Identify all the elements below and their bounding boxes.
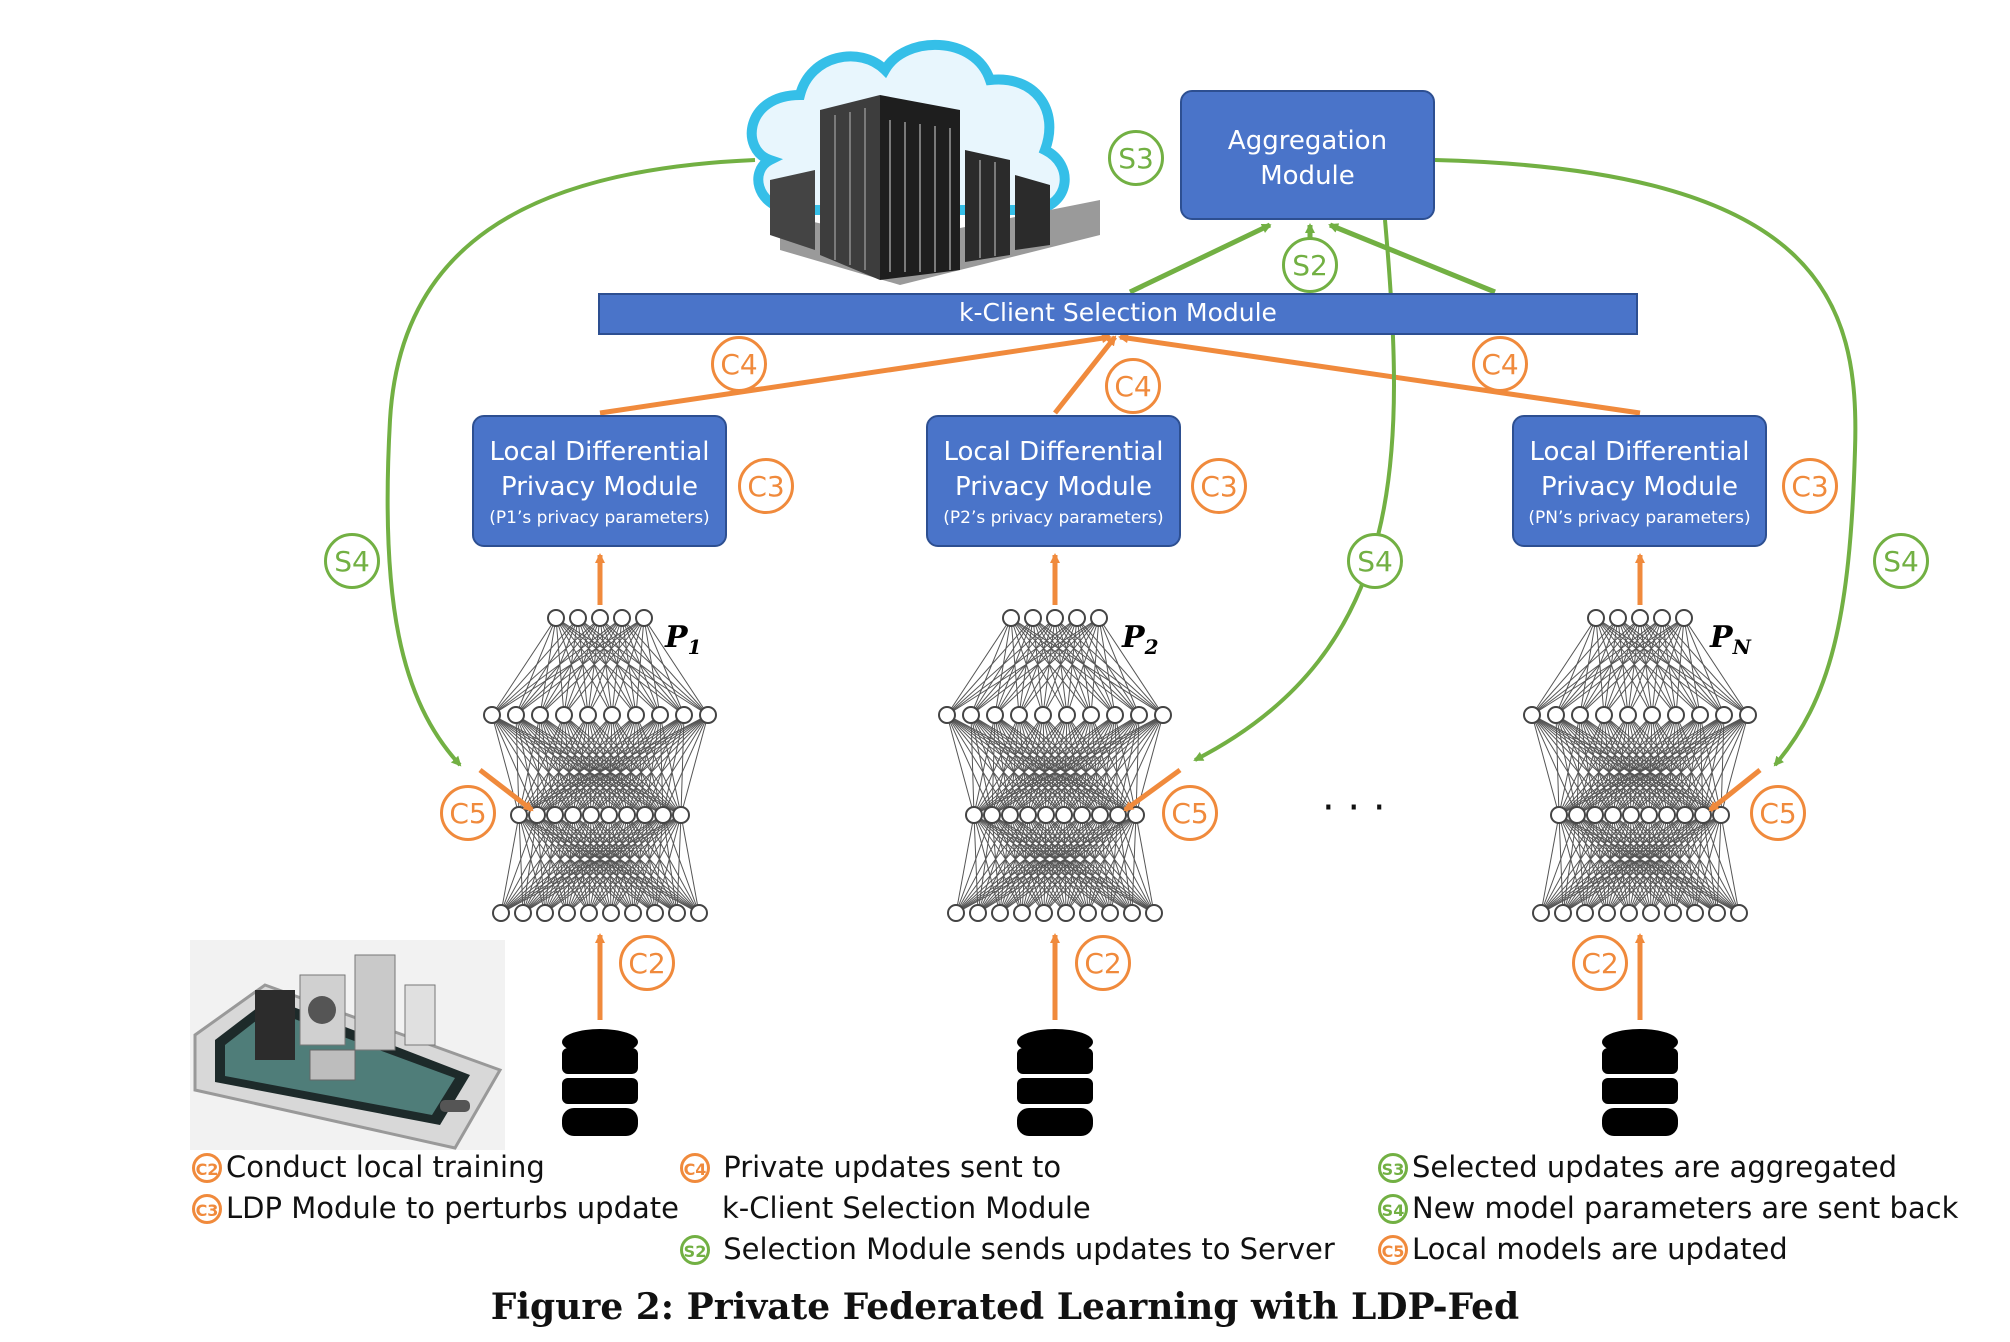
legend-c5-text: Local models are updated — [1412, 1232, 1788, 1266]
ldp-module-line1: Local Differential — [943, 437, 1164, 467]
ldp-module-params: (P2’s privacy parameters) — [943, 508, 1164, 528]
legend-c4-continued: k-Client Selection Module — [722, 1191, 1091, 1225]
legend-s3-icon: S3 — [1378, 1153, 1408, 1183]
ldp-module-params: (P1’s privacy parameters) — [489, 508, 710, 528]
database-icon — [562, 1029, 638, 1136]
legend-s2-icon: S2 — [680, 1235, 710, 1265]
badge-c4: C4 — [1472, 336, 1528, 392]
legend-c5-icon: C5 — [1378, 1235, 1408, 1265]
figure-caption: Figure 2: Private Federated Learning wit… — [490, 1286, 1520, 1328]
neural-networks — [483, 609, 1757, 922]
aggregation-module-line1: Aggregation — [1227, 126, 1388, 156]
smart-home-phone-image — [190, 940, 505, 1150]
legend-c2-icon: C2 — [192, 1153, 222, 1183]
aggregation-module-line2: Module — [1260, 161, 1355, 191]
legend-c2-text: Conduct local training — [226, 1150, 545, 1184]
legend-s2-text: Selection Module sends updates to Server — [723, 1232, 1335, 1266]
database-icon — [1017, 1029, 1093, 1136]
legend-c4: C4 Private updates sent to — [680, 1150, 1061, 1184]
neural-network-icon — [483, 609, 717, 922]
legend-s2: S2 Selection Module sends updates to Ser… — [680, 1232, 1335, 1266]
badge-c5: C5 — [440, 785, 496, 841]
ldp-module-params: (PN’s privacy parameters) — [1528, 508, 1751, 528]
badge-s2: S2 — [1282, 237, 1338, 293]
legend-c4-icon: C4 — [680, 1153, 710, 1183]
badge-s4: S4 — [1873, 533, 1929, 589]
badge-c5: C5 — [1162, 785, 1218, 841]
cloud-server-icon — [746, 39, 1100, 285]
client-label-letter: P — [1122, 620, 1145, 655]
legend-s4-text: New model parameters are sent back — [1412, 1191, 1959, 1225]
neural-network-icon — [938, 609, 1172, 922]
neural-network-icon — [1523, 609, 1757, 922]
database-icon — [1602, 1029, 1678, 1136]
ldp-module-line1: Local Differential — [489, 437, 710, 467]
client-label-sub: 1 — [687, 635, 702, 659]
ldp-module-line1: Local Differential — [1529, 437, 1750, 467]
k-client-selection-module: k-Client Selection Module — [598, 293, 1638, 335]
badge-c2: C2 — [619, 935, 675, 991]
legend-c4b-text: k-Client Selection Module — [722, 1191, 1091, 1225]
client-label-sub: N — [1732, 635, 1751, 659]
ldp-module-p1: Local Differential Privacy Module (P1’s … — [472, 415, 727, 547]
client-label-p1: P1 — [665, 620, 701, 659]
ldp-module-p2: Local Differential Privacy Module (P2’s … — [926, 415, 1181, 547]
badge-c4: C4 — [711, 336, 767, 392]
ldp-module-line2: Privacy Module — [955, 472, 1152, 502]
aggregation-module: Aggregation Module — [1180, 90, 1435, 220]
ldp-module-pn: Local Differential Privacy Module (PN’s … — [1512, 415, 1767, 547]
net-to-ldp-arrows — [595, 553, 1645, 605]
badge-c4: C4 — [1105, 358, 1161, 414]
client-label-letter: P — [1710, 620, 1733, 655]
badge-c5: C5 — [1750, 785, 1806, 841]
badge-c3: C3 — [1782, 458, 1838, 514]
c4-arrows — [599, 333, 1641, 416]
c5-arrows — [478, 767, 1762, 813]
ldp-module-line2: Privacy Module — [1541, 472, 1738, 502]
client-label-letter: P — [665, 620, 688, 655]
ellipsis: · · · — [1322, 785, 1386, 831]
badge-c2: C2 — [1075, 935, 1131, 991]
badge-c2: C2 — [1572, 935, 1628, 991]
selection-module-label: k-Client Selection Module — [959, 298, 1277, 327]
client-label-pn: PN — [1710, 620, 1751, 659]
legend-c3-text: LDP Module to perturbs update — [226, 1191, 679, 1225]
legend-c4-text: Private updates sent to — [723, 1150, 1062, 1184]
client-label-p2: P2 — [1122, 620, 1158, 659]
legend-s3-text: Selected updates are aggregated — [1412, 1150, 1898, 1184]
legend-c3-icon: C3 — [192, 1194, 222, 1224]
legend-s4-icon: S4 — [1378, 1194, 1408, 1224]
c2-arrows — [595, 933, 1645, 1020]
badge-s4: S4 — [324, 533, 380, 589]
badge-s4: S4 — [1347, 533, 1403, 589]
badge-c3: C3 — [1191, 458, 1247, 514]
ldp-module-line2: Privacy Module — [501, 472, 698, 502]
badge-s3: S3 — [1108, 130, 1164, 186]
badge-c3: C3 — [738, 458, 794, 514]
client-label-sub: 2 — [1144, 635, 1159, 659]
